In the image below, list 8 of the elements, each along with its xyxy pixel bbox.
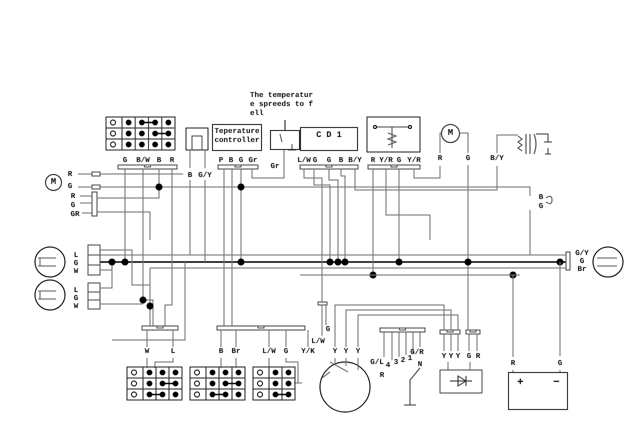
cdi-box: C D 1 — [300, 127, 358, 151]
polarity-sign: − — [553, 377, 560, 389]
polarity-sign: + — [517, 377, 524, 389]
leader-line — [284, 120, 286, 130]
motor-symbol: M — [45, 174, 62, 191]
sensor-box — [270, 130, 300, 150]
motor-symbol: M — [441, 124, 460, 143]
battery-box — [508, 372, 568, 410]
